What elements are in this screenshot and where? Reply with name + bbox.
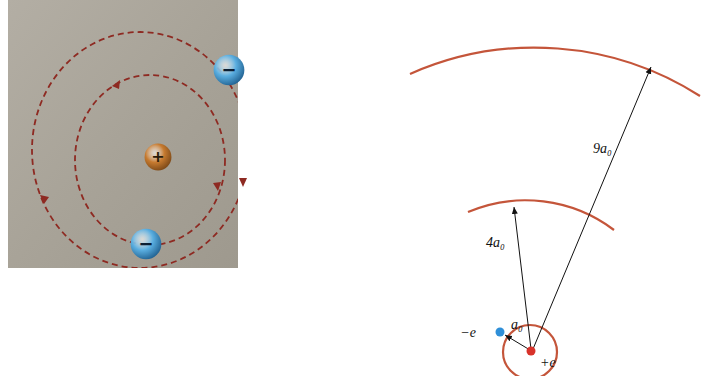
inner-orbit	[75, 75, 225, 245]
photo-panel	[8, 0, 238, 268]
outer-orbit	[32, 32, 238, 268]
nucleus: +	[144, 143, 172, 171]
charge-label: +e	[540, 356, 556, 370]
charge-sign: −	[221, 61, 236, 79]
charge-sign: +	[151, 149, 164, 165]
radius-9a0	[533, 67, 651, 349]
electron: −	[213, 54, 245, 86]
orbit-4a0	[468, 200, 614, 230]
electron-dot	[496, 328, 505, 337]
orbit-9a0	[410, 48, 700, 96]
radius-a0	[505, 335, 530, 350]
nucleus-dot	[527, 347, 536, 356]
charge-sign: −	[138, 235, 153, 253]
radius-label: 9a₀	[593, 142, 612, 156]
charge-label: −e	[460, 326, 476, 340]
electron: −	[130, 228, 162, 260]
orbit-arrows	[40, 80, 247, 204]
orbit-a0	[503, 325, 557, 376]
radius-label: a₀	[511, 318, 523, 332]
radius-label: 4a₀	[486, 236, 505, 250]
